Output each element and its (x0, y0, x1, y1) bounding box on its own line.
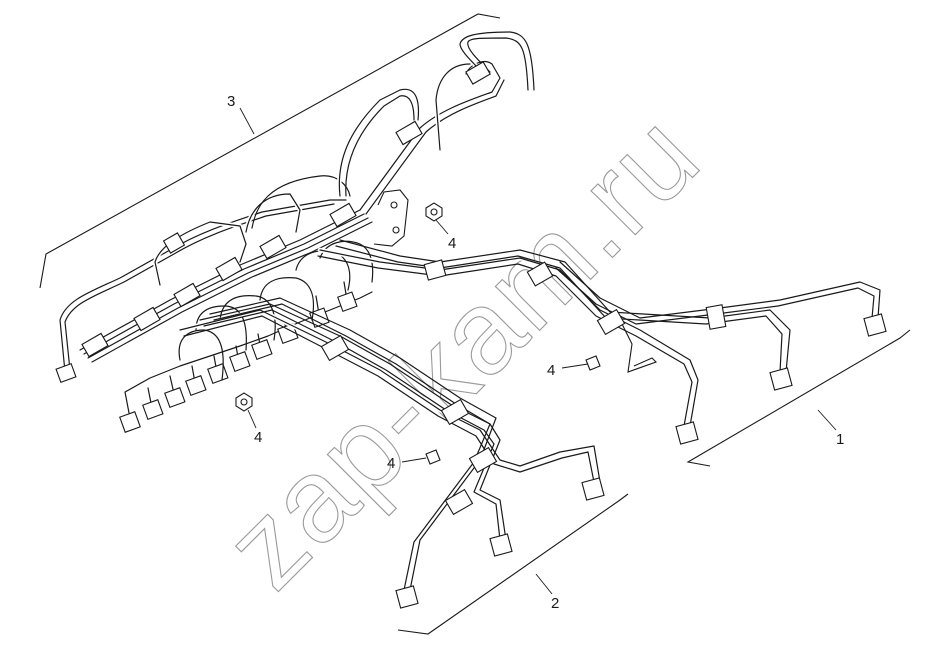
group-bracket-3 (39, 13, 501, 289)
leader-4c (561, 363, 589, 369)
leader-3 (239, 107, 255, 135)
callout-part-4-right: 4 (547, 362, 555, 379)
callout-part-4-upper: 4 (448, 235, 456, 252)
leader-2 (535, 573, 553, 595)
group-bracket-1 (686, 329, 911, 467)
pipe-group-3 (57, 29, 537, 375)
callout-part-2: 2 (551, 595, 559, 612)
nut-item-upper (425, 202, 443, 222)
leader-1 (817, 409, 837, 431)
leader-4b (247, 409, 257, 429)
nut-item-lower (235, 392, 253, 412)
clip-item-center (425, 449, 441, 465)
support-bracket (373, 189, 409, 247)
callout-part-3: 3 (227, 93, 235, 110)
pipe-clamps (81, 61, 727, 516)
watermark: zap-kam.ru (200, 89, 725, 614)
pipe-group-2 (177, 297, 605, 609)
leader-4a (435, 219, 449, 235)
right-support-bracket (619, 319, 658, 373)
pipe-group-1 (317, 239, 887, 445)
clip-item-right (585, 355, 601, 371)
callout-part-4-center: 4 (387, 455, 395, 472)
callout-part-1: 1 (836, 431, 844, 448)
callout-part-4-left: 4 (254, 429, 262, 446)
leader-4d (401, 457, 427, 463)
group-bracket-2 (397, 493, 629, 635)
